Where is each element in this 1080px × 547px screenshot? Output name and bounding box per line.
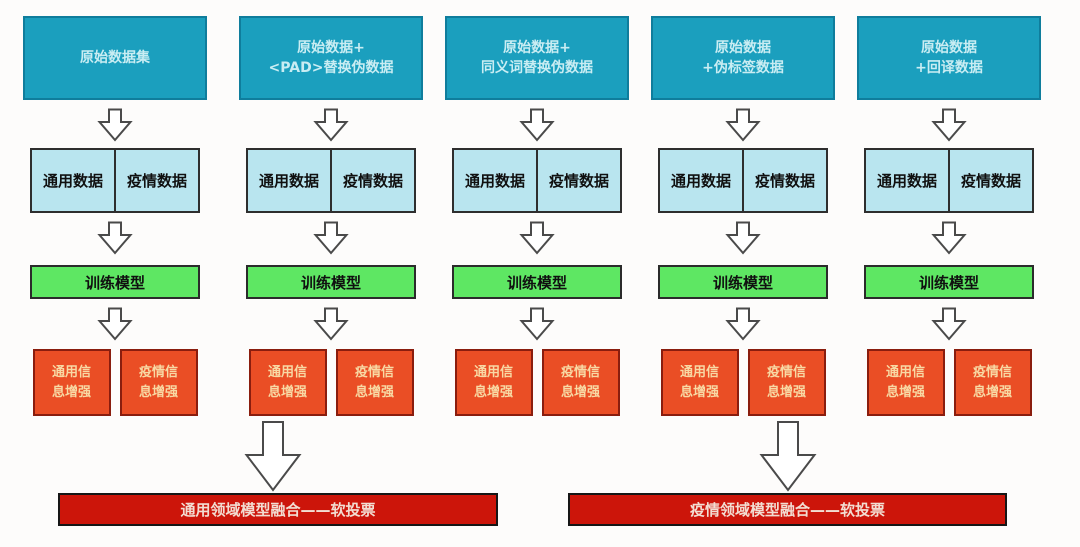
boost-row: 通用信 息增强 疫情信 息增强 [866, 349, 1032, 416]
down-arrow-icon [931, 307, 967, 341]
general-boost-box: 通用信 息增强 [454, 349, 533, 416]
boost-row: 通用信 息增强 疫情信 息增强 [660, 349, 826, 416]
epidemic-boost-box: 疫情信 息增强 [335, 349, 414, 416]
train-model-box: 训练模型 [30, 265, 200, 299]
source-data-label: 原始数据集 [80, 49, 150, 66]
down-arrow-icon [97, 307, 133, 341]
down-arrow-icon [313, 221, 349, 255]
epidemic-data-cell: 疫情数据 [548, 172, 609, 190]
data-split-box: 通用数据 疫情数据 [30, 148, 200, 213]
epidemic-boost-box: 疫情信 息增强 [119, 349, 198, 416]
general-data-cell: 通用数据 [248, 150, 332, 211]
general-boost-box: 通用信 息增强 [866, 349, 945, 416]
down-arrow-icon [931, 221, 967, 255]
source-data-box: 原始数据+ <PAD>替换伪数据 [239, 16, 423, 100]
down-arrow-icon [313, 307, 349, 341]
down-arrow-icon [97, 108, 133, 142]
boost-row: 通用信 息增强 疫情信 息增强 [454, 349, 620, 416]
pipeline-column-5: 原始数据 +回译数据 通用数据 疫情数据 训练模型 通用信 息增强 疫情信 息增… [846, 0, 1052, 420]
epidemic-data-cell: 疫情数据 [126, 172, 187, 190]
epidemic-data-cell: 疫情数据 [960, 172, 1021, 190]
general-data-cell: 通用数据 [866, 150, 950, 211]
epidemic-boost-box: 疫情信 息增强 [953, 349, 1032, 416]
source-data-label: 原始数据+ <PAD>替换伪数据 [268, 39, 394, 76]
general-fusion-bar: 通用领域模型融合——软投票 [58, 493, 498, 526]
down-arrow-icon [725, 221, 761, 255]
source-data-label: 原始数据 +伪标签数据 [702, 39, 784, 76]
train-model-box: 训练模型 [246, 265, 416, 299]
pipeline-column-3: 原始数据+ 同义词替换伪数据 通用数据 疫情数据 训练模型 通用信 息增强 疫情… [434, 0, 640, 420]
down-arrow-icon [97, 221, 133, 255]
train-model-box: 训练模型 [658, 265, 828, 299]
source-data-box: 原始数据 +伪标签数据 [651, 16, 835, 100]
train-model-box: 训练模型 [864, 265, 1034, 299]
data-split-box: 通用数据 疫情数据 [658, 148, 828, 213]
big-down-arrow-icon [244, 421, 302, 492]
epidemic-data-cell: 疫情数据 [754, 172, 815, 190]
source-data-label: 原始数据 +回译数据 [915, 39, 983, 76]
general-boost-box: 通用信 息增强 [32, 349, 111, 416]
down-arrow-icon [519, 221, 555, 255]
data-split-box: 通用数据 疫情数据 [864, 148, 1034, 213]
source-data-box: 原始数据集 [23, 16, 207, 100]
train-model-box: 训练模型 [452, 265, 622, 299]
big-down-arrow-icon [759, 421, 817, 492]
pipeline-column-1: 原始数据集 通用数据 疫情数据 训练模型 通用信 息增强 疫情信 息增强 [12, 0, 218, 420]
epidemic-boost-box: 疫情信 息增强 [541, 349, 620, 416]
general-boost-box: 通用信 息增强 [660, 349, 739, 416]
data-split-box: 通用数据 疫情数据 [246, 148, 416, 213]
general-data-cell: 通用数据 [454, 150, 538, 211]
down-arrow-icon [725, 307, 761, 341]
general-boost-box: 通用信 息增强 [248, 349, 327, 416]
down-arrow-icon [313, 108, 349, 142]
source-data-label: 原始数据+ 同义词替换伪数据 [481, 39, 593, 76]
down-arrow-icon [519, 108, 555, 142]
pipeline-column-4: 原始数据 +伪标签数据 通用数据 疫情数据 训练模型 通用信 息增强 疫情信 息… [640, 0, 846, 420]
epidemic-fusion-bar: 疫情领域模型融合——软投票 [568, 493, 1007, 526]
pipeline-column-2: 原始数据+ <PAD>替换伪数据 通用数据 疫情数据 训练模型 通用信 息增强 … [228, 0, 434, 420]
source-data-box: 原始数据+ 同义词替换伪数据 [445, 16, 629, 100]
epidemic-boost-box: 疫情信 息增强 [747, 349, 826, 416]
boost-row: 通用信 息增强 疫情信 息增强 [248, 349, 414, 416]
source-data-box: 原始数据 +回译数据 [857, 16, 1041, 100]
boost-row: 通用信 息增强 疫情信 息增强 [32, 349, 198, 416]
data-split-box: 通用数据 疫情数据 [452, 148, 622, 213]
down-arrow-icon [931, 108, 967, 142]
epidemic-data-cell: 疫情数据 [342, 172, 403, 190]
down-arrow-icon [725, 108, 761, 142]
general-data-cell: 通用数据 [660, 150, 744, 211]
general-data-cell: 通用数据 [32, 150, 116, 211]
down-arrow-icon [519, 307, 555, 341]
